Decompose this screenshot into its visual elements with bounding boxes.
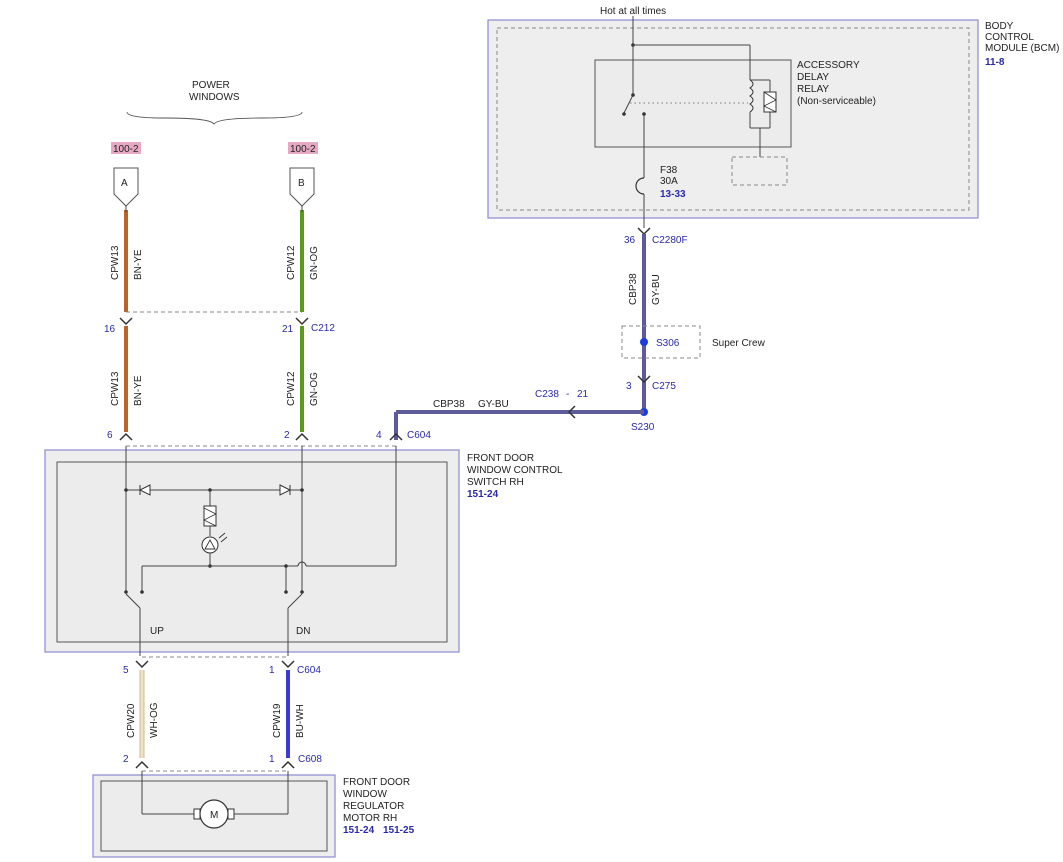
cpw12-circuit-upper: CPW12 (286, 245, 297, 280)
page-ref-a-bg (111, 142, 141, 154)
pin-1: 1 (269, 665, 275, 676)
bcm-page-ref[interactable]: 11-8 (985, 57, 1005, 68)
pin-36: 36 (624, 235, 636, 246)
fuse-name: F38 (660, 165, 678, 176)
pin-2: 2 (284, 430, 290, 441)
motor-icon (199, 799, 229, 829)
switch-title-line1: FRONT DOOR (467, 453, 534, 464)
motor-title-line4: MOTOR RH (343, 813, 397, 824)
up-label: UP (150, 626, 164, 637)
cpw13-color-lower: BN-YE (133, 375, 144, 406)
pin-16: 16 (104, 324, 116, 335)
switch-title-line2: WINDOW CONTROL (467, 465, 563, 476)
connector-b-label: B (298, 178, 305, 189)
motor-page-ref-2[interactable]: 151-25 (383, 825, 415, 836)
bcm-title-line2: CONTROL (985, 32, 1034, 43)
cbp38-circuit-vertical: CBP38 (628, 273, 639, 305)
pin-2-motor: 2 (123, 754, 129, 765)
front-door-window-control-switch: UP DN (44, 446, 460, 656)
page-ref-a[interactable]: 100-2 (113, 144, 139, 155)
motor-title-line3: REGULATOR (343, 801, 404, 812)
splice-s306: S306 (656, 338, 680, 349)
pin-1-motor: 1 (269, 754, 275, 765)
connector-c604-bottom: C604 (297, 665, 321, 676)
bcm-title-line3: MODULE (BCM) (985, 43, 1059, 54)
cpw19-color: BU-WH (295, 704, 306, 738)
motor-title-line1: FRONT DOOR (343, 777, 410, 788)
off-page-connector-a (113, 167, 139, 207)
pin-6: 6 (107, 430, 113, 441)
cpw12-color-lower: GN-OG (309, 372, 320, 406)
front-door-window-regulator-motor: M (92, 771, 336, 858)
connector-c608: C608 (298, 754, 322, 765)
relay-label-line3: RELAY (797, 84, 829, 95)
switch-title-line3: SWITCH RH (467, 477, 524, 488)
cpw13-circuit-lower: CPW13 (110, 371, 121, 406)
power-windows-line2: WINDOWS (189, 92, 240, 103)
connector-c238-dash: - (566, 389, 569, 400)
fuse-f38: F38 30A 13-33 (635, 165, 686, 228)
pin-4: 4 (376, 430, 382, 441)
bcm-title-line1: BODY (985, 21, 1014, 32)
pin-3: 3 (626, 381, 632, 392)
fuse-rating: 30A (660, 176, 678, 187)
motor-symbol: M (210, 810, 218, 821)
page-ref-b[interactable]: 100-2 (290, 144, 316, 155)
relay-label-line1: ACCESSORY (797, 60, 860, 71)
accessory-delay-relay: ACCESSORY DELAY RELAY (Non-serviceable) (594, 44, 876, 186)
cpw12-circuit-lower: CPW12 (286, 371, 297, 406)
connector-c2280f: C2280F (652, 235, 688, 246)
cpw20-circuit: CPW20 (126, 703, 137, 738)
fuse-page-ref[interactable]: 13-33 (660, 189, 686, 200)
splice-s306-dot (640, 338, 648, 346)
switch-page-ref[interactable]: 151-24 (467, 489, 499, 500)
hot-at-all-times-label: Hot at all times (600, 6, 666, 17)
motor-page-ref-1[interactable]: 151-24 (343, 825, 375, 836)
super-crew-label: Super Crew (712, 338, 766, 349)
cbp38-circuit-horizontal: CBP38 (433, 399, 465, 410)
splice-s230: S230 (631, 422, 655, 433)
connector-c604-top: C604 (407, 430, 431, 441)
super-crew-option-box (621, 325, 701, 359)
pin-5: 5 (123, 665, 129, 676)
cbp38-color-horizontal: GY-BU (478, 399, 509, 410)
off-page-connector-b (289, 167, 315, 207)
connector-c275: C275 (652, 381, 676, 392)
connector-c238-pin: 21 (577, 389, 589, 400)
connector-c238: C238 (535, 389, 559, 400)
page-ref-b-bg (288, 142, 318, 154)
motor-title-line2: WINDOW (343, 789, 387, 800)
cbp38-color-vertical: GY-BU (651, 274, 662, 305)
relay-label-line2: DELAY (797, 72, 829, 83)
connector-a-label: A (121, 178, 128, 189)
power-windows-line1: POWER (192, 80, 230, 91)
cpw19-circuit: CPW19 (272, 703, 283, 738)
cpw13-circuit-upper: CPW13 (110, 245, 121, 280)
pin-21: 21 (282, 324, 294, 335)
relay-label-line4: (Non-serviceable) (797, 96, 876, 107)
cpw12-color-upper: GN-OG (309, 246, 320, 280)
cpw20-color: WH-OG (149, 702, 160, 738)
cpw13-color-upper: BN-YE (133, 249, 144, 280)
connector-c212: C212 (311, 323, 335, 334)
dn-label: DN (296, 626, 310, 637)
